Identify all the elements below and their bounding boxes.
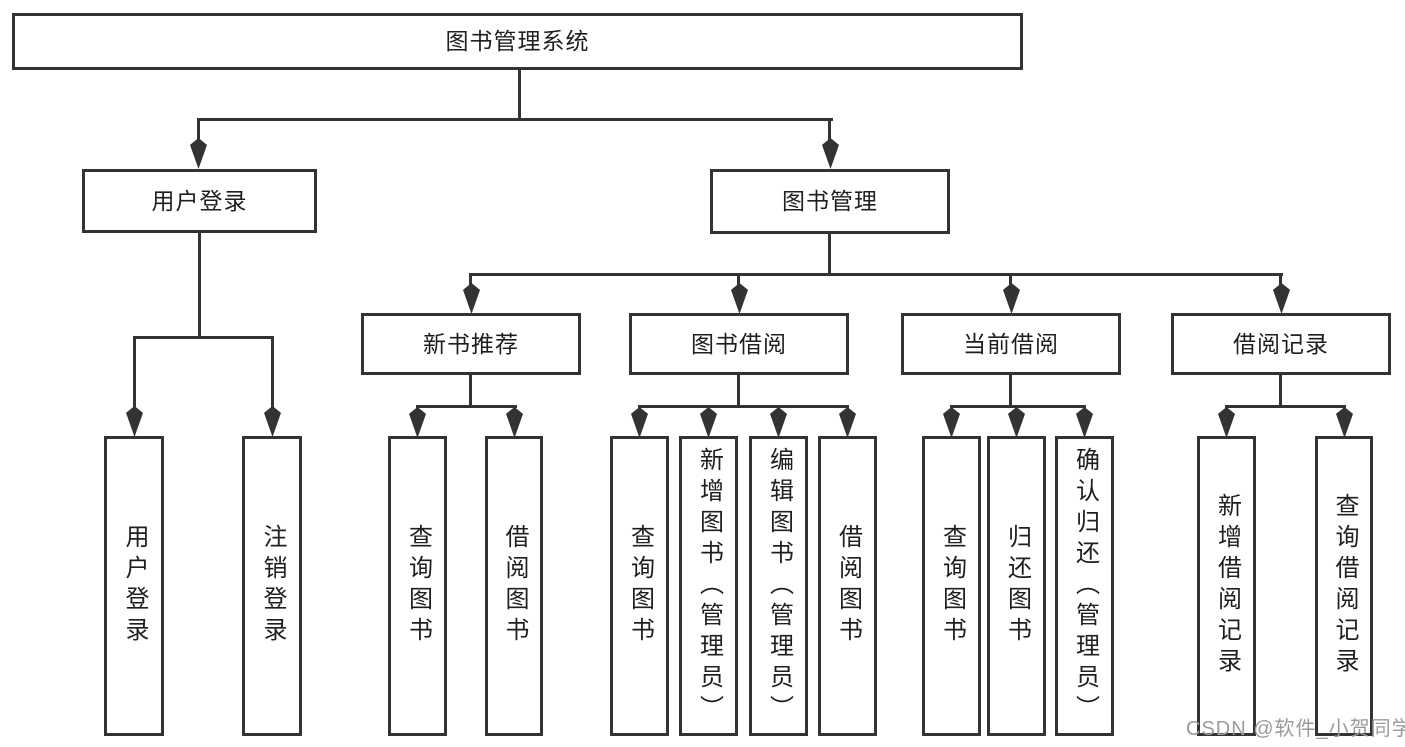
arrowhead-icon	[822, 138, 839, 169]
connector-borrowing-bar	[638, 405, 849, 408]
node-label: 新增图书（管理员）	[695, 446, 723, 726]
node-label: 当前借阅	[963, 330, 1059, 357]
connector-level3-drop-2	[737, 273, 740, 289]
node-label: 注销登录	[259, 524, 286, 648]
connector-level2-left-drop	[197, 118, 200, 144]
leaf-query-borrow-record: 查询借阅记录	[1315, 436, 1373, 736]
connector-current-bar	[950, 405, 1086, 408]
connector-user-login-drop-2	[271, 336, 274, 410]
leaf-user-login: 用户登录	[104, 436, 164, 736]
arrowhead-icon	[190, 138, 207, 169]
arrowhead-icon	[943, 407, 960, 438]
node-label: 借阅记录	[1233, 330, 1329, 357]
arrowhead-icon	[1336, 407, 1353, 438]
connector-current-stem	[1009, 375, 1012, 408]
arrowhead-icon	[731, 283, 748, 314]
node-label: 用户登录	[121, 524, 148, 648]
node-label: 图书管理	[782, 188, 878, 214]
connector-recommend-stem	[469, 375, 472, 408]
arrowhead-icon	[1273, 283, 1290, 314]
node-label: 借阅图书	[501, 524, 528, 648]
connector-root-stem	[518, 68, 521, 120]
arrowhead-icon	[126, 406, 143, 437]
connector-borrowing-stem	[737, 375, 740, 408]
connector-level2-bar	[197, 118, 833, 121]
connector-user-login-stem	[198, 233, 201, 339]
node-label: 查询图书	[626, 524, 654, 648]
arrowhead-icon	[770, 407, 787, 438]
node-label: 图书管理系统	[445, 28, 590, 54]
node-new-book-recommendation: 新书推荐	[361, 313, 581, 375]
arrowhead-icon	[700, 407, 717, 438]
arrowhead-icon	[506, 407, 523, 438]
arrowhead-icon	[1076, 407, 1093, 438]
node-label: 编辑图书（管理员）	[765, 446, 793, 726]
leaf-logout: 注销登录	[242, 436, 302, 736]
leaf-return-book: 归还图书	[987, 436, 1046, 736]
arrowhead-icon	[1008, 407, 1025, 438]
connector-user-login-drop-1	[133, 336, 136, 410]
connector-records-stem	[1279, 375, 1282, 408]
arrowhead-icon	[1218, 407, 1235, 438]
connector-records-bar	[1225, 405, 1346, 408]
arrowhead-icon	[264, 406, 281, 437]
leaf-borrow-book-borrowing: 借阅图书	[818, 436, 877, 736]
node-label: 用户登录	[151, 187, 248, 214]
node-borrowing-records: 借阅记录	[1171, 313, 1391, 375]
watermark: CSDN @软件_小贺同学	[1186, 718, 1405, 740]
node-root: 图书管理系统	[12, 13, 1023, 70]
leaf-borrow-book-recommend: 借阅图书	[485, 436, 543, 736]
connector-recommend-bar	[416, 405, 517, 408]
arrowhead-icon	[839, 407, 856, 438]
node-label: 新书推荐	[423, 330, 519, 357]
connector-level3-bar	[469, 273, 1283, 276]
leaf-query-book-current: 查询图书	[922, 436, 981, 736]
arrowhead-icon	[631, 407, 648, 438]
node-book-borrowing: 图书借阅	[629, 313, 849, 375]
arrowhead-icon	[1003, 283, 1020, 314]
node-label: 查询借阅记录	[1331, 493, 1358, 679]
arrowhead-icon	[463, 283, 480, 314]
node-label: 图书借阅	[691, 330, 787, 357]
node-label: 新增借阅记录	[1213, 493, 1241, 679]
node-book-management: 图书管理	[710, 169, 950, 234]
node-user-login: 用户登录	[82, 169, 317, 233]
node-current-borrowing: 当前借阅	[901, 313, 1121, 375]
arrowhead-icon	[409, 407, 426, 438]
connector-user-login-bar	[133, 336, 274, 339]
leaf-edit-book-admin: 编辑图书（管理员）	[749, 436, 808, 736]
leaf-add-book-admin: 新增图书（管理员）	[679, 436, 738, 736]
leaf-query-book-borrowing: 查询图书	[610, 436, 669, 736]
connector-level2-right-drop	[828, 118, 831, 144]
leaf-query-book-recommend: 查询图书	[388, 436, 447, 736]
leaf-add-borrow-record: 新增借阅记录	[1197, 436, 1256, 736]
connector-level3-drop-3	[1009, 273, 1012, 289]
node-label: 归还图书	[1003, 524, 1031, 648]
connector-level3-drop-4	[1279, 273, 1282, 289]
node-label: 查询图书	[404, 524, 432, 648]
node-label: 确认归还（管理员）	[1071, 446, 1099, 726]
connector-level3-drop-1	[469, 273, 472, 289]
leaf-confirm-return-admin: 确认归还（管理员）	[1055, 436, 1114, 736]
node-label: 查询图书	[938, 524, 966, 648]
connector-book-mgmt-stem	[828, 234, 831, 275]
node-label: 借阅图书	[834, 524, 862, 648]
